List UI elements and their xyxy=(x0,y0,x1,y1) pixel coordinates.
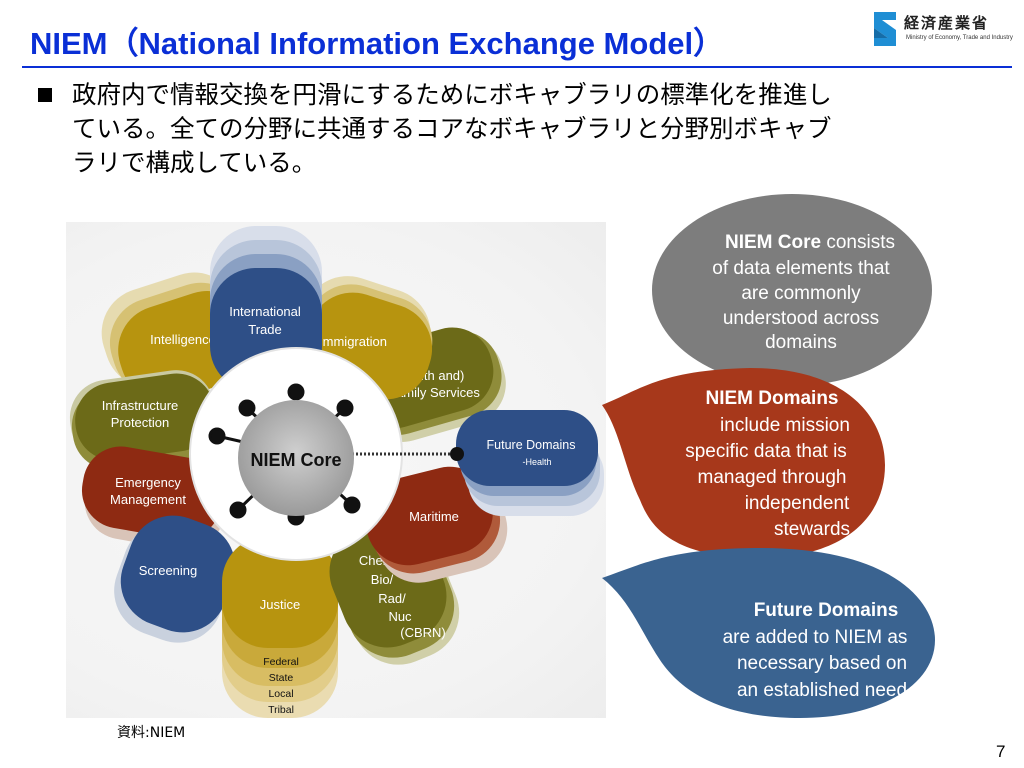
callout-line: specific data that is xyxy=(685,441,847,462)
future-domains-label: Future Domains xyxy=(487,438,576,452)
petal-label: (CBRN) xyxy=(400,625,446,640)
callout-line: managed through xyxy=(698,467,847,488)
callout-domains-title: NIEM Domains xyxy=(705,388,838,409)
page-number: 7 xyxy=(996,742,1006,761)
callout-future: Future Domains are added to NIEM as nece… xyxy=(602,548,935,718)
callout-line: are commonly xyxy=(741,283,861,304)
callout-line: are added to NIEM as xyxy=(723,627,908,648)
logo-japanese: 経済産業省 xyxy=(904,14,990,32)
callout-line: domains xyxy=(765,332,837,353)
justice-level-label: Federal xyxy=(263,656,299,668)
petal-label: Emergency xyxy=(115,475,181,490)
callout-line: necessary based on xyxy=(737,653,907,674)
petal-maritime: Maritime xyxy=(365,466,508,583)
bullet-line: 政府内で情報交換を円滑にするためにボキャブラリの標準化を推進し xyxy=(72,80,832,109)
petal-label: Bio/ xyxy=(371,572,394,587)
bullet-line: ラリで構成している。 xyxy=(72,148,317,177)
meti-logo: 経済産業省 Ministry of Economy, Trade and Ind… xyxy=(870,10,1020,50)
petal-label: Infrastructure xyxy=(102,398,179,413)
petal-label: Intelligence xyxy=(150,332,216,347)
future-domains-sub: -Health xyxy=(522,457,551,467)
logo-english: Ministry of Economy, Trade and Industry xyxy=(906,35,1013,41)
petal-label: Protection xyxy=(111,415,170,430)
petal-label: Nuc xyxy=(388,609,412,624)
justice-level-label: Local xyxy=(268,688,293,700)
source-note: 資料:NIEM xyxy=(117,725,186,741)
callout-core: NIEM Core consists of data elements that… xyxy=(652,194,932,386)
petal-label: Screening xyxy=(139,563,198,578)
meti-logo-icon xyxy=(874,12,896,46)
bullet-square-icon xyxy=(38,88,52,102)
callout-line: understood across xyxy=(723,308,879,329)
justice-level-label: Tribal xyxy=(268,704,294,716)
justice-level-label: State xyxy=(269,672,294,684)
petal-label: Justice xyxy=(260,597,300,612)
petal-infrastructure: Infrastructure Protection xyxy=(69,370,218,470)
callout-line: an established need xyxy=(737,680,907,701)
niem-core-circle xyxy=(238,400,354,516)
petal-label: Maritime xyxy=(409,509,459,524)
title-rule xyxy=(22,66,1012,68)
callout-line: of data elements that xyxy=(712,258,890,279)
callout-line: include mission xyxy=(720,415,850,436)
future-domains-petal: Future Domains -Health xyxy=(456,410,604,516)
petal-label: Management xyxy=(110,492,186,507)
petal-label: Immigration xyxy=(319,334,387,349)
petal-screening: Screening xyxy=(114,515,236,643)
petal-justice: Justice Federal State Local Tribal xyxy=(222,536,338,718)
petal-label: Trade xyxy=(248,322,281,337)
petal-label: International xyxy=(229,304,301,319)
page-title: NIEM（National Information Exchange Model… xyxy=(30,26,725,61)
future-connector-node xyxy=(450,447,464,461)
callout-domains: NIEM Domains include mission specific da… xyxy=(602,368,885,558)
bullet-paragraph: 政府内で情報交換を円滑にするためにボキャブラリの標準化を推進し ている。全ての分… xyxy=(72,78,972,180)
petal-label: Rad/ xyxy=(378,591,406,606)
callout-future-title: Future Domains xyxy=(754,600,899,621)
bullet-line: ている。全ての分野に共通するコアなボキャブラリと分野別ボキャブ xyxy=(72,114,832,143)
callout-core-first-line: NIEM Core consists xyxy=(725,232,895,253)
niem-core-label: NIEM Core xyxy=(250,450,341,470)
callout-line: independent xyxy=(745,493,850,514)
callout-line: stewards xyxy=(774,519,850,540)
